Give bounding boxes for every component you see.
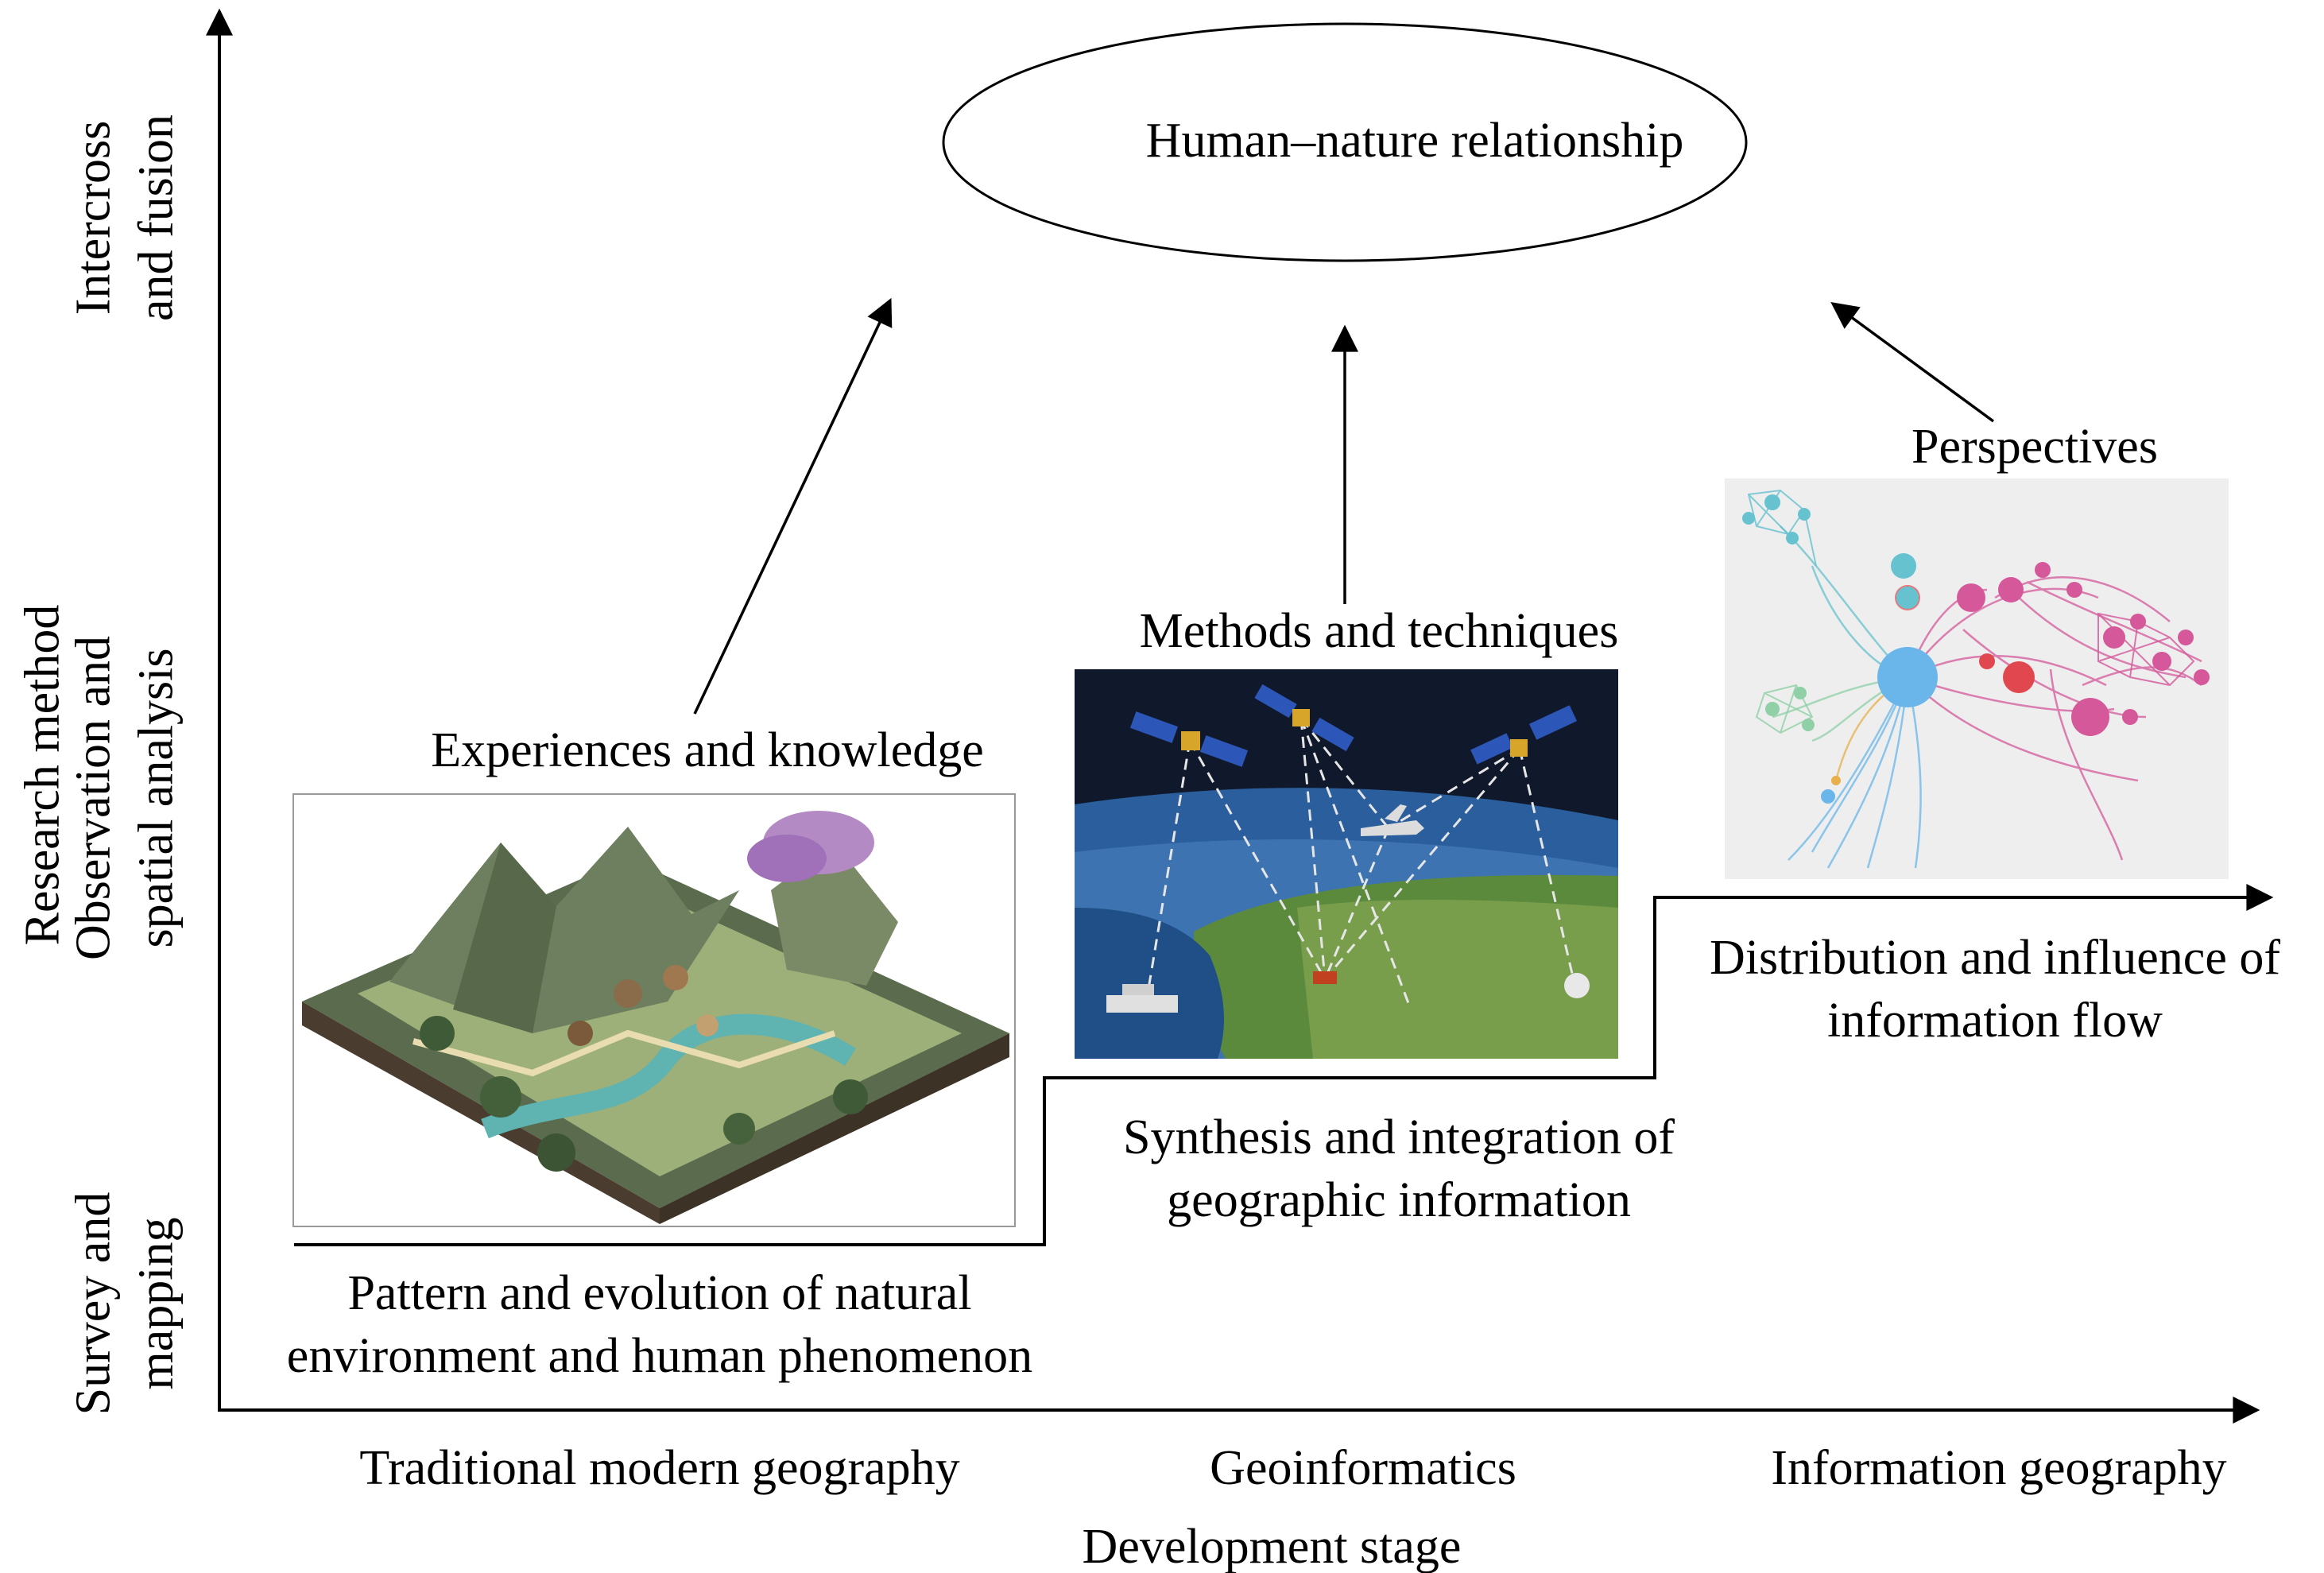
satellite-illustration (1075, 669, 1618, 1059)
arrow-experiences (693, 297, 893, 715)
methods-label: Methods and techniques (1139, 604, 1619, 658)
perspectives-label: Perspectives (1911, 420, 2158, 474)
experiences-label: Experiences and knowledge (431, 723, 984, 777)
development-step-line (294, 884, 2274, 1246)
landscape-illustration (292, 793, 1016, 1227)
x-stage-geoinformatics: Geoinformatics (1210, 1441, 1516, 1495)
x-axis-title: Development stage (1082, 1520, 1462, 1573)
x-stage-information: Information geography (1771, 1441, 2227, 1495)
human-nature-ellipse (942, 22, 1748, 262)
network-graph-illustration (1725, 478, 2229, 879)
human-nature-label: Human–nature relationship (1145, 114, 1684, 168)
arrow-perspectives (1830, 301, 1995, 423)
x-stage-traditional: Traditional modern geography (359, 1441, 960, 1495)
